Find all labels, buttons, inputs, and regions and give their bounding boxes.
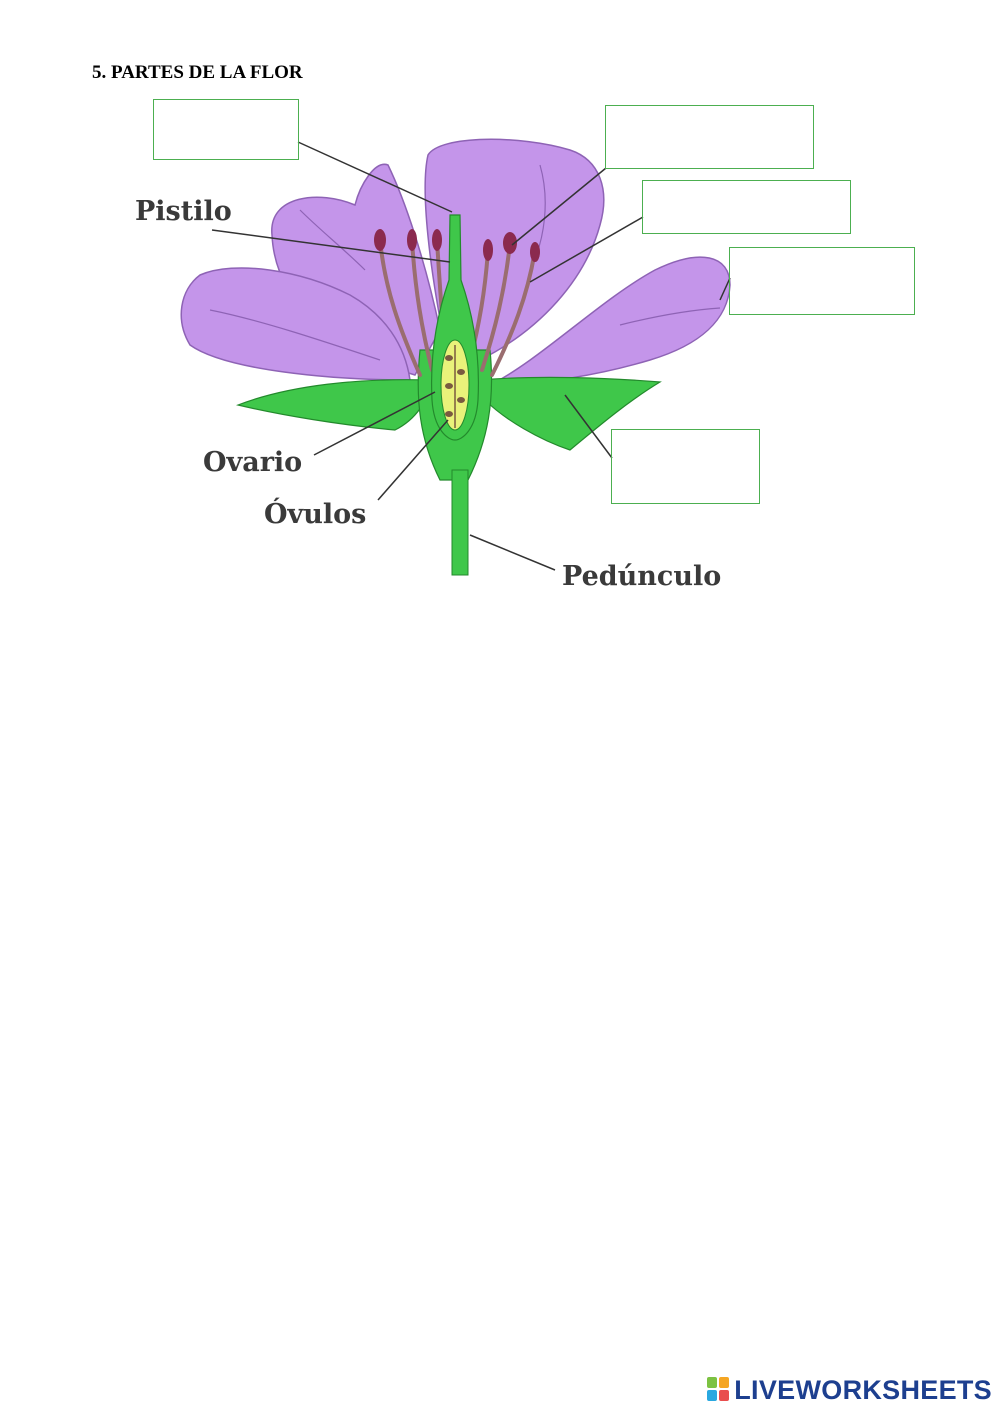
- answer-box-petalo[interactable]: [729, 247, 915, 315]
- ovules: [445, 355, 465, 417]
- leader-line-ovario: [313, 391, 436, 456]
- worksheet-title: 5. PARTES DE LA FLOR: [92, 62, 303, 83]
- label-pedunculo: Pedúnculo: [562, 561, 721, 592]
- answer-box-filamento[interactable]: [642, 180, 851, 234]
- peduncle-stem: [451, 469, 469, 576]
- sepal-right: [479, 376, 662, 451]
- sepal-left: [235, 379, 431, 431]
- answer-box-estigma[interactable]: [153, 99, 299, 160]
- answer-box-antera[interactable]: [605, 105, 814, 169]
- flower-diagram: Pistilo Ovario Óvulos Pedúnculo: [135, 138, 731, 592]
- leader-line-sepalo: [564, 394, 613, 459]
- label-ovulos: Óvulos: [264, 496, 366, 530]
- leader-line-estigma: [297, 141, 453, 213]
- liveworksheets-wordmark: LIVEWORKSHEETS: [734, 1374, 992, 1405]
- label-pistilo: Pistilo: [135, 196, 232, 227]
- answer-box-sepalo[interactable]: [611, 429, 760, 504]
- anthers: [374, 229, 540, 262]
- leader-line-antera: [511, 167, 607, 246]
- liveworksheets-logo: LIVEWORKSHEETS: [707, 1375, 992, 1405]
- label-ovario: Ovario: [203, 447, 302, 478]
- liveworksheets-icon: [707, 1377, 731, 1403]
- leader-line-filamento: [529, 216, 644, 283]
- leader-line-petalo: [719, 277, 731, 301]
- leader-line-ovulos: [377, 419, 449, 501]
- leader-line-pistilo: [211, 229, 451, 263]
- leader-line-pedunculo: [469, 534, 556, 571]
- petal-left: [180, 267, 411, 381]
